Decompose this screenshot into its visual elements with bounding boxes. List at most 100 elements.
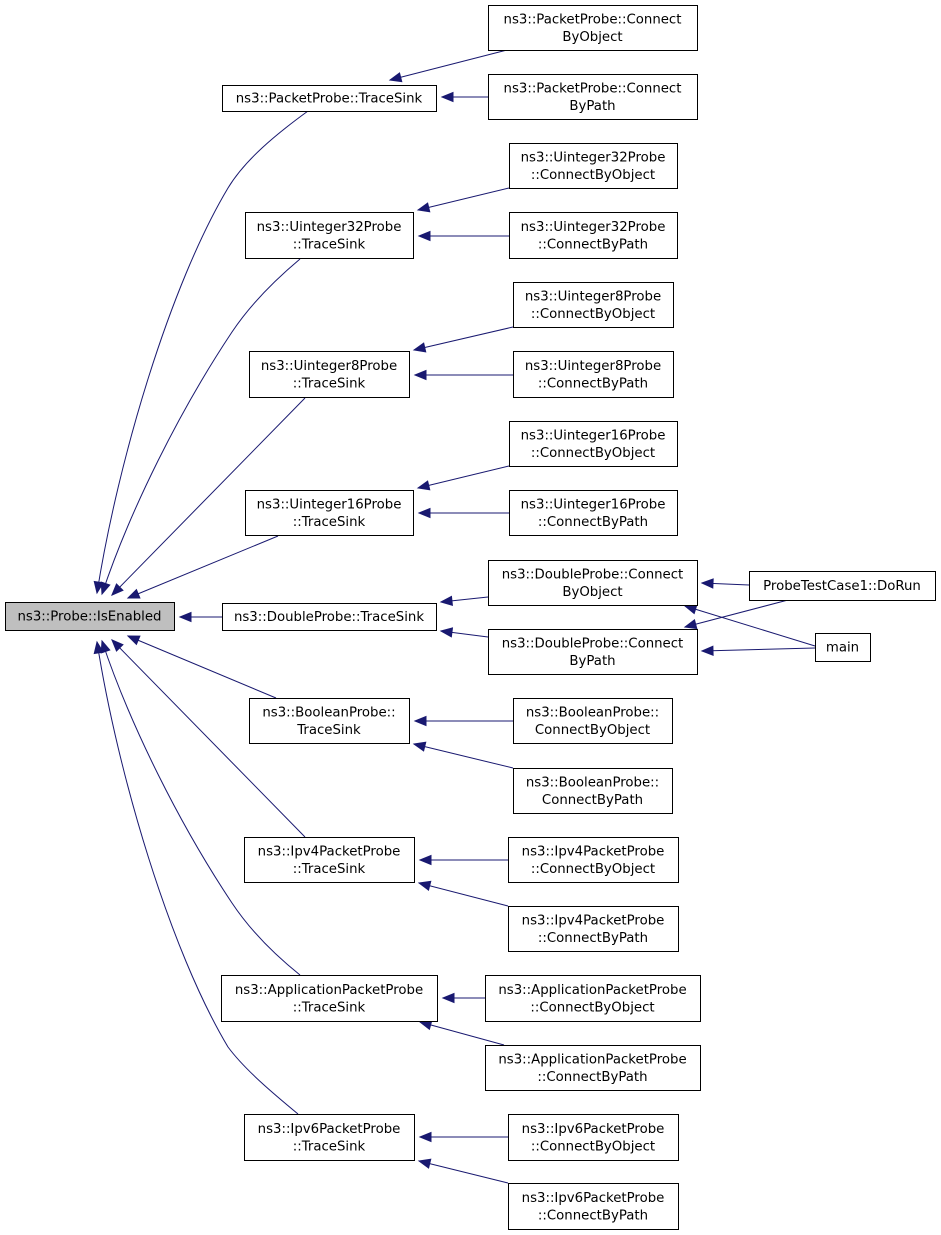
node-label-line: ::TraceSink: [293, 1139, 366, 1154]
edge-line: [101, 640, 301, 976]
edge-ipv4packetprobe-connectbyobject-to-ipv4packetprobe-tracesink: [418, 854, 508, 866]
edge-ipv6packetprobe-tracesink-to-probe-isenabled: [93, 640, 299, 1115]
edge-probetestcase1-dorun-to-doubleprobe-connectbypath: [683, 599, 789, 630]
arrowhead: [700, 578, 714, 589]
node-label-line: ::ConnectByPath: [537, 1070, 647, 1085]
node-box: [509, 490, 678, 536]
edge-uinteger16probe-tracesink-to-probe-isenabled: [126, 535, 279, 599]
node-label-line: ::ConnectByPath: [538, 931, 648, 946]
edge-line: [417, 465, 510, 489]
node-probetestcase1-dorun[interactable]: ProbeTestCase1::DoRun: [749, 571, 936, 601]
arrowhead: [412, 342, 427, 353]
node-packetprobe-connectbyobject[interactable]: ns3::PacketProbe::ConnectByObject: [488, 5, 698, 51]
node-label-line: ns3::DoubleProbe::Connect: [502, 636, 684, 651]
node-packetprobe-connectbypath[interactable]: ns3::PacketProbe::ConnectByPath: [488, 74, 698, 120]
node-label-line: ::ConnectByPath: [538, 515, 648, 530]
node-label-line: ByObject: [562, 30, 622, 45]
edge-main-to-doubleprobe-connectbyobject: [683, 604, 816, 647]
node-label-line: ::TraceSink: [293, 376, 366, 391]
node-ipv4packetprobe-tracesink[interactable]: ns3::Ipv4PacketProbe::TraceSink: [244, 837, 415, 883]
node-booleanprobe-connectbypath[interactable]: ns3::BooleanProbe::ConnectByPath: [513, 768, 673, 814]
node-uinteger16probe-connectbypath[interactable]: ns3::Uinteger16Probe::ConnectByPath: [509, 490, 678, 536]
node-doubleprobe-connectbyobject[interactable]: ns3::DoubleProbe::ConnectByObject: [488, 560, 698, 606]
node-uinteger8probe-connectbyobject[interactable]: ns3::Uinteger8Probe::ConnectByObject: [513, 282, 674, 328]
node-label-line: ::TraceSink: [293, 237, 366, 252]
node-packetprobe-tracesink[interactable]: ns3::PacketProbe::TraceSink: [222, 85, 437, 112]
node-box: [249, 351, 410, 398]
node-box: [509, 421, 678, 467]
node-label-line: ns3::ApplicationPacketProbe: [235, 983, 423, 998]
node-applicationpacketprobe-connectbypath[interactable]: ns3::ApplicationPacketProbe::ConnectByPa…: [485, 1045, 701, 1091]
node-label-line: ns3::Ipv4PacketProbe: [258, 844, 401, 859]
node-box: [244, 837, 415, 883]
node-probe-isenabled[interactable]: ns3::Probe::IsEnabled: [5, 602, 175, 631]
node-booleanprobe-connectbyobject[interactable]: ns3::BooleanProbe::ConnectByObject: [513, 698, 673, 744]
edge-uinteger16probe-connectbyobject-to-uinteger16probe-tracesink: [416, 465, 510, 491]
node-box: [508, 906, 679, 952]
node-box: [509, 143, 678, 189]
node-applicationpacketprobe-connectbyobject[interactable]: ns3::ApplicationPacketProbe::ConnectByOb…: [485, 975, 701, 1022]
arrowhead: [417, 880, 432, 891]
node-doubleprobe-tracesink[interactable]: ns3::DoubleProbe::TraceSink: [222, 603, 437, 631]
node-box: [488, 5, 698, 51]
arrowhead: [439, 595, 453, 606]
node-ipv6packetprobe-connectbyobject[interactable]: ns3::Ipv6PacketProbe::ConnectByObject: [508, 1114, 679, 1161]
node-applicationpacketprobe-tracesink[interactable]: ns3::ApplicationPacketProbe::TraceSink: [221, 975, 438, 1022]
node-uinteger32probe-tracesink[interactable]: ns3::Uinteger32Probe::TraceSink: [245, 212, 414, 259]
node-booleanprobe-tracesink[interactable]: ns3::BooleanProbe::TraceSink: [249, 698, 410, 744]
node-ipv6packetprobe-connectbypath[interactable]: ns3::Ipv6PacketProbe::ConnectByPath: [508, 1183, 679, 1230]
node-ipv6packetprobe-tracesink[interactable]: ns3::Ipv6PacketProbe::TraceSink: [244, 1114, 415, 1161]
edge-ipv6packetprobe-connectbypath-to-ipv6packetprobe-tracesink: [417, 1158, 509, 1184]
node-uinteger8probe-tracesink[interactable]: ns3::Uinteger8Probe::TraceSink: [249, 351, 410, 398]
edge-uinteger8probe-tracesink-to-probe-isenabled: [111, 397, 306, 596]
arrowhead: [100, 581, 111, 596]
arrowhead: [388, 72, 403, 83]
node-ipv4packetprobe-connectbypath[interactable]: ns3::Ipv4PacketProbe::ConnectByPath: [508, 906, 679, 952]
node-uinteger8probe-connectbypath[interactable]: ns3::Uinteger8Probe::ConnectByPath: [513, 351, 674, 398]
arrowhead: [683, 604, 698, 615]
arrowhead: [417, 1158, 432, 1169]
node-label-line: ::ConnectByObject: [531, 168, 655, 183]
node-box: [244, 1114, 415, 1161]
edge-doubleprobe-tracesink-to-probe-isenabled: [178, 611, 222, 623]
arrowhead: [683, 619, 698, 630]
node-uinteger16probe-connectbyobject[interactable]: ns3::Uinteger16Probe::ConnectByObject: [509, 421, 678, 467]
node-label-line: ::ConnectByObject: [531, 446, 655, 461]
node-label-line: ns3::Probe::IsEnabled: [17, 610, 161, 625]
node-uinteger32probe-connectbyobject[interactable]: ns3::Uinteger32Probe::ConnectByObject: [509, 143, 678, 189]
node-box: [508, 1114, 679, 1161]
node-label-line: ns3::Ipv6PacketProbe: [522, 1122, 665, 1137]
node-box: [513, 282, 674, 328]
node-label-line: ns3::BooleanProbe::: [526, 705, 659, 720]
node-uinteger32probe-connectbypath[interactable]: ns3::Uinteger32Probe::ConnectByPath: [509, 212, 678, 259]
node-label-line: ::TraceSink: [293, 515, 366, 530]
node-label-line: ns3::BooleanProbe::: [526, 775, 659, 790]
arrowhead: [416, 480, 431, 491]
node-box: [245, 490, 414, 536]
node-box: [815, 633, 871, 662]
node-label-line: ::ConnectByPath: [538, 1208, 648, 1223]
nodes-layer: ns3::Probe::IsEnabled ns3::PacketProbe::T…: [5, 5, 936, 1230]
arrowhead: [439, 627, 454, 638]
node-uinteger16probe-tracesink[interactable]: ns3::Uinteger16Probe::TraceSink: [245, 490, 414, 536]
edge-ipv6packetprobe-connectbyobject-to-ipv6packetprobe-tracesink: [418, 1131, 508, 1143]
edge-uinteger8probe-connectbypath-to-uinteger8probe-tracesink: [413, 369, 513, 381]
node-ipv4packetprobe-connectbyobject[interactable]: ns3::Ipv4PacketProbe::ConnectByObject: [508, 837, 679, 883]
arrowhead: [111, 583, 124, 596]
arrowhead: [100, 639, 111, 654]
node-label-line: ByPath: [569, 654, 615, 669]
edge-uinteger32probe-tracesink-to-probe-isenabled: [100, 258, 301, 596]
node-doubleprobe-connectbypath[interactable]: ns3::DoubleProbe::ConnectByPath: [488, 629, 698, 675]
node-box: [222, 603, 437, 631]
node-label-line: ns3::Uinteger16Probe: [521, 497, 666, 512]
node-label-line: ns3::ApplicationPacketProbe: [498, 1052, 686, 1067]
arrowhead: [93, 640, 104, 655]
node-label-line: ConnectByPath: [542, 793, 643, 808]
edge-booleanprobe-connectbyobject-to-booleanprobe-tracesink: [413, 715, 513, 727]
edge-uinteger32probe-connectbypath-to-uinteger32probe-tracesink: [417, 230, 509, 242]
edge-doubleprobe-connectbypath-to-doubleprobe-tracesink: [439, 627, 489, 638]
node-main[interactable]: main: [815, 633, 871, 662]
node-label-line: ::ConnectByObject: [531, 1139, 655, 1154]
node-label-line: ns3::Uinteger8Probe: [525, 359, 661, 374]
node-label-line: ns3::Uinteger32Probe: [257, 220, 402, 235]
